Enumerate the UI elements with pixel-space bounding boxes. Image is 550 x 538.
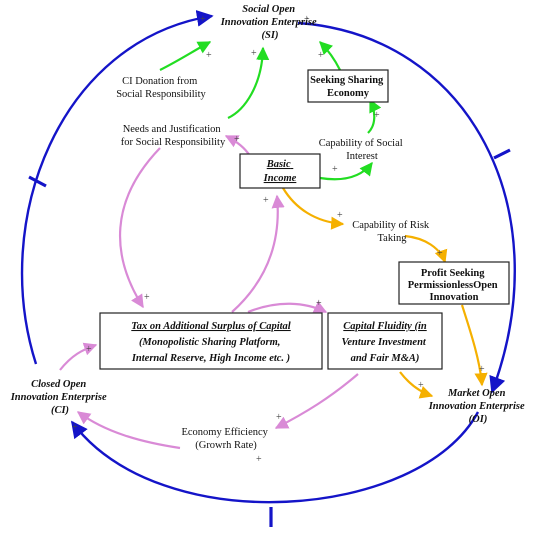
polarity-sign: +	[316, 298, 322, 309]
link-basic-income-to-capability-risk	[282, 187, 345, 230]
box-tax-on-surplus	[99, 312, 323, 370]
polarity-sign: +	[332, 164, 338, 175]
node-ci: Closed Open Innovation Enterprise (CI)	[10, 379, 110, 416]
node-si: Social Open Innovation Enterprise (SI)	[220, 4, 320, 41]
box-capital-fluidity	[327, 312, 443, 370]
polarity-sign: +	[437, 248, 443, 259]
link-ci-to-tax	[59, 342, 98, 371]
link-capital-to-efficiency	[274, 373, 359, 429]
node-capability-social: Capability of Social Interest	[319, 138, 406, 162]
polarity-sign: +	[418, 380, 424, 391]
link-tax-to-basic-income	[231, 194, 285, 313]
node-capital: Capital Fluidity (in	[343, 321, 427, 332]
polarity-sign: +	[263, 195, 269, 206]
node-capital-detail: Venture Investment and Fair M&A)	[342, 337, 429, 364]
link-needs-to-tax	[118, 147, 161, 309]
box-profit-seeking	[398, 261, 510, 305]
node-oi: Market Open Innovation Enterprise (OI)	[428, 388, 528, 425]
polarity-sign: +	[234, 134, 240, 145]
link-efficiency-to-ci	[76, 411, 181, 450]
node-seeking: Seeking Sharing Economy	[310, 75, 386, 99]
link-ci-donation-to-si	[159, 41, 212, 71]
loop-arc-si-to-oi	[297, 21, 516, 394]
polarity-sign: +	[206, 50, 212, 61]
loop-arc-oi-to-ci	[70, 411, 480, 504]
polarity-sign: +	[304, 14, 310, 25]
polarity-sign: +	[144, 292, 150, 303]
polarity-sign: +	[200, 14, 206, 25]
polarity-sign: +	[72, 422, 78, 433]
polarity-sign: +	[318, 50, 324, 61]
node-needs: Needs and Justification for Social Respo…	[121, 124, 226, 148]
link-tax-to-capital	[247, 300, 328, 314]
link-basic-income-to-capability-social	[319, 161, 373, 181]
polarity-sign: +	[256, 454, 262, 465]
node-tax-detail: (Monopolistic Sharing Platform, Internal…	[131, 337, 290, 364]
box-seeking-sharing-economy	[307, 69, 389, 103]
polarity-sign: +	[374, 110, 380, 121]
polarity-signs: + + + + + + + + + + + + + + + + + + +	[72, 14, 485, 465]
loop-arc-ci-to-si	[20, 10, 214, 365]
polarity-sign: +	[251, 48, 257, 59]
polarity-sign: +	[337, 210, 343, 221]
box-basic-income	[239, 153, 321, 189]
link-needs-to-si	[227, 46, 270, 119]
node-tax: Tax on Additional Surplus of Capital	[131, 321, 290, 332]
polarity-sign: +	[479, 364, 485, 375]
delay-mark-right	[493, 148, 511, 160]
link-profit-to-oi	[460, 304, 488, 387]
node-capability-risk: Capability of Risk Taking	[352, 220, 432, 244]
delay-mark-left	[28, 175, 47, 188]
polarity-sign: +	[86, 344, 92, 355]
node-profit-seeking: Profit Seeking PermissionlessOpen Innova…	[408, 268, 500, 303]
link-capability-risk-to-profit	[404, 234, 448, 264]
node-basic-income: Basic Income	[263, 159, 297, 184]
node-ci-donation: CI Donation from Social Responsibility	[116, 76, 206, 100]
node-efficiency: Economy Efficiency (Growrh Rate)	[181, 427, 270, 451]
link-seeking-to-si	[319, 41, 341, 71]
link-capital-to-oi	[399, 371, 434, 399]
link-capability-social-to-seeking	[367, 98, 382, 134]
polarity-sign: +	[276, 412, 282, 423]
